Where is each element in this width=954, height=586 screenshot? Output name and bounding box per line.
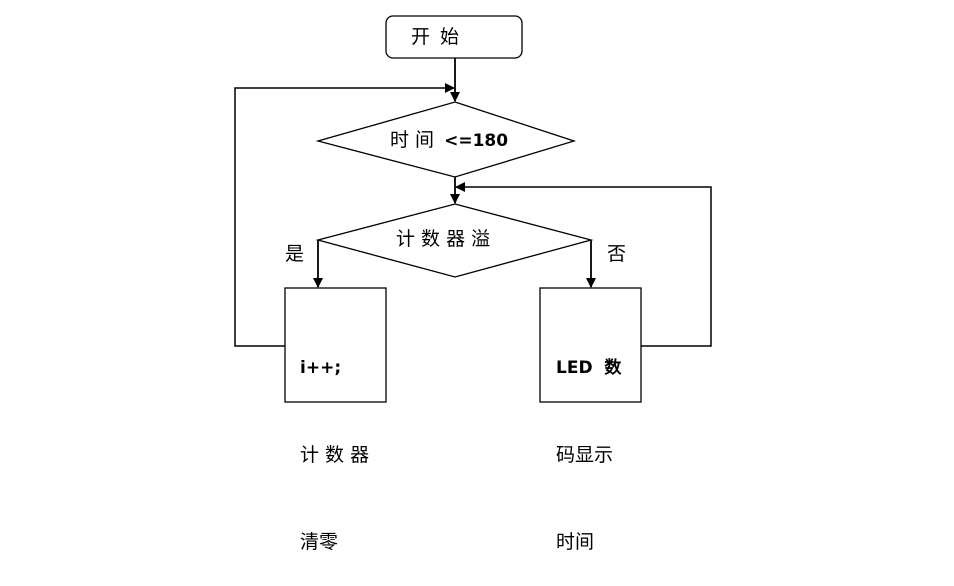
start-terminal <box>385 15 523 59</box>
decision-time-prefix: 时 间 <box>390 129 435 151</box>
no-process-box <box>539 287 642 403</box>
no-box-text: LED 数 码显示 时间 <box>556 296 621 586</box>
flowchart-canvas <box>234 15 712 403</box>
loop-yes-to-time <box>234 83 455 347</box>
decision-time-label: 时 间 <=180 <box>390 131 508 150</box>
decision-time-condition: <=180 <box>444 131 509 151</box>
yes-box-line1: i++; <box>300 358 342 378</box>
no-box-line1: LED 数 <box>556 358 622 378</box>
yes-box-line3: 清零 <box>300 531 339 553</box>
decision-overflow-label: 计 数 器 溢 <box>396 228 491 250</box>
no-box-line3: 时间 <box>556 531 595 553</box>
yes-label: 是 <box>285 243 305 265</box>
no-box-line2: 码显示 <box>556 444 614 466</box>
yes-box-line2: 计 数 器 <box>300 444 370 466</box>
yes-process-box <box>284 287 387 403</box>
no-label: 否 <box>607 243 627 265</box>
decision-overflow-diamond <box>315 203 594 278</box>
start-label: 开 始 <box>411 26 462 48</box>
loop-no-to-overflow <box>455 182 712 347</box>
yes-box-text: i++; 计 数 器 清零 <box>300 296 369 586</box>
